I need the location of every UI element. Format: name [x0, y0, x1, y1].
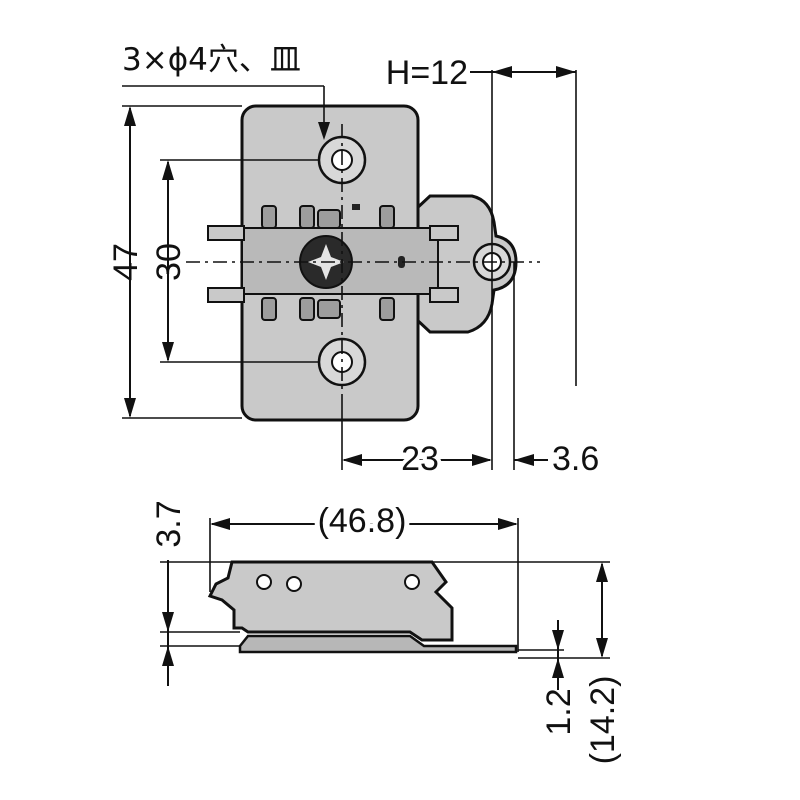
right-tab-lower — [429, 287, 459, 303]
arrow — [124, 106, 136, 126]
arrow — [514, 454, 534, 466]
dim-plate-label: 1.2 — [540, 688, 578, 735]
side-profile — [207, 560, 454, 642]
dim-total-height-label: (14.2) — [584, 676, 622, 765]
slot — [299, 205, 315, 229]
slot — [317, 299, 341, 319]
left-tab-lower — [207, 287, 245, 303]
arrow — [552, 630, 564, 650]
slot — [317, 209, 341, 229]
height-label: H=12 — [386, 54, 468, 92]
band-mark — [398, 256, 405, 268]
arrow — [162, 160, 174, 180]
arrow — [498, 518, 518, 530]
side-view: (46.8) 3.7 1.2 (14.2) — [150, 497, 622, 765]
side-hole — [286, 576, 302, 592]
arrow — [210, 518, 230, 530]
arrow — [552, 658, 564, 678]
arrow — [162, 612, 174, 632]
top-view: 47 30 23 3.6 H=12 3×ϕ4穴、皿 — [107, 42, 599, 482]
arrow — [472, 454, 492, 466]
side-base-plate — [238, 634, 518, 654]
dim-step-label: 3.7 — [150, 500, 188, 547]
slot — [379, 205, 395, 229]
arrow — [556, 66, 576, 78]
slot — [379, 297, 395, 321]
slot — [261, 205, 277, 229]
arrow — [162, 342, 174, 362]
slot — [261, 297, 277, 321]
dim-edge-to-pin-label: 3.6 — [552, 440, 599, 478]
arrow — [342, 454, 362, 466]
plate-slots — [261, 205, 395, 321]
arrow — [596, 638, 608, 658]
dim-overall-height-label: 47 — [107, 243, 145, 281]
dim-width-label: (46.8) — [318, 502, 407, 540]
dim-hole-pitch-label: 30 — [150, 243, 188, 281]
arrow — [124, 398, 136, 418]
slot — [299, 297, 315, 321]
dim-center-to-edge-label: 23 — [401, 440, 439, 478]
arrow — [318, 122, 330, 140]
left-tab-upper — [207, 225, 245, 241]
hole-note: 3×ϕ4穴、皿 — [122, 42, 301, 78]
side-hole — [256, 574, 272, 590]
arrow — [162, 646, 174, 666]
arrow — [596, 562, 608, 582]
side-hole — [404, 574, 420, 590]
band-mark — [352, 204, 360, 210]
right-tab-upper — [429, 225, 459, 241]
arrow — [492, 66, 512, 78]
